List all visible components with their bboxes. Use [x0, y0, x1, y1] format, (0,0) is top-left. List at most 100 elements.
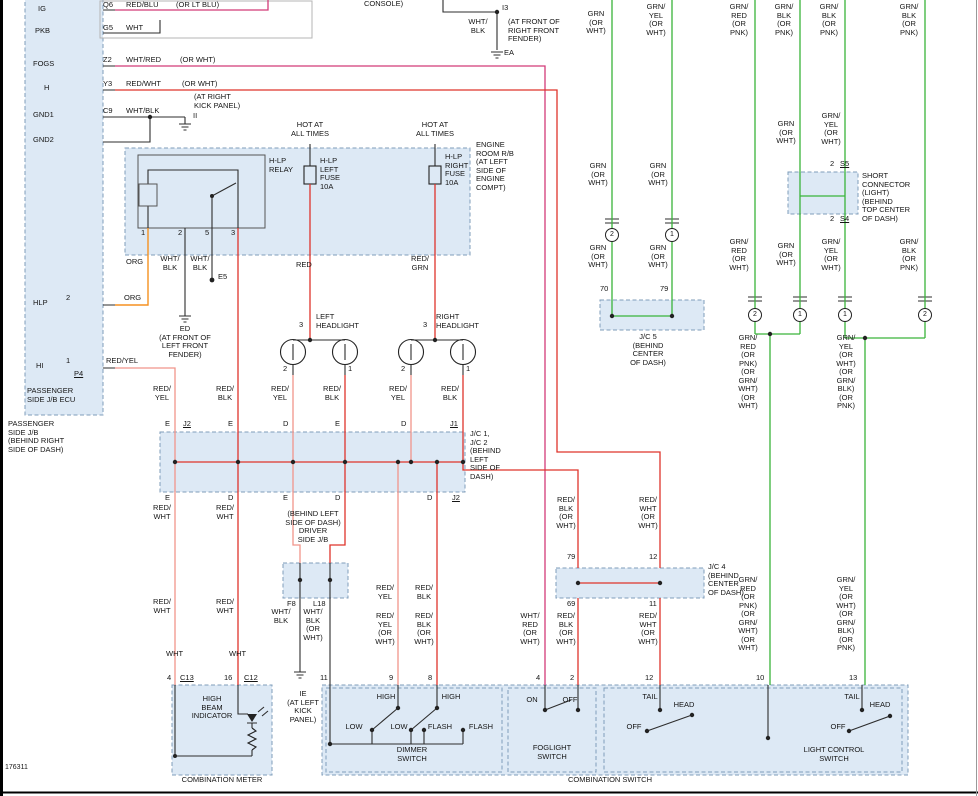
wire-wht-1: WHT — [166, 649, 184, 658]
green-wires — [611, 0, 926, 685]
wire-whtred-alt: (OR WHT) — [180, 55, 216, 64]
connector-link-p4[interactable]: P4 — [74, 369, 84, 378]
dimmer-flash-2: FLASH — [468, 722, 494, 731]
jc1-term-d2: D — [401, 419, 407, 428]
ground-ea-icon — [442, 0, 503, 59]
wire-redwht-up: RED/ WHT (OR WHT) — [638, 495, 658, 530]
pin-code-q6: Q6 — [103, 0, 114, 9]
wire-redwht-1: RED/ WHT — [153, 503, 171, 521]
wire-redblk-mid: RED/ BLK — [415, 583, 433, 601]
light-red-wires — [115, 367, 412, 685]
jc1-bterm-e2: E — [283, 493, 289, 502]
pin-code-c9: C9 — [103, 106, 113, 115]
ecu-pin-hlp: HLP — [33, 298, 48, 307]
jc1-bterm-d3: D — [427, 493, 433, 502]
ecu-pin-hi: HI — [36, 361, 44, 370]
hi-pin-number: 1 — [66, 356, 71, 365]
orange-wires — [115, 228, 149, 306]
passenger-jb-box — [24, 0, 104, 416]
connector-link-c12[interactable]: C12 — [244, 673, 258, 682]
pin-4-meter: 4 — [167, 673, 172, 682]
short-connector-name: SHORT CONNECTOR (LIGHT) (BEHIND TOP CENT… — [862, 171, 911, 223]
connector-link-c13[interactable]: C13 — [180, 673, 194, 682]
grn-r3: GRN/ YEL (OR WHT) — [821, 237, 841, 272]
jc4-pin-79: 79 — [567, 552, 576, 561]
wire-wht: WHT — [126, 23, 144, 32]
ecu-pin-fogs: FOGS — [33, 59, 55, 68]
connector-link-s4[interactable]: S4 — [840, 214, 850, 223]
jc1-term-e2: E — [228, 419, 234, 428]
ground-ie-icon — [294, 563, 306, 679]
wire-redblk-orwht: RED/ BLK (OR WHT) — [414, 611, 434, 646]
connector-e5: E5 — [218, 272, 228, 281]
grn-mid-2: GRN (OR WHT) — [648, 161, 668, 188]
ecu-pin-ig: IG — [38, 4, 46, 13]
hot-at-all-times-left: HOT AT ALL TIMES — [291, 120, 329, 138]
jc1-bterm-d2: D — [335, 493, 341, 502]
gnd-location-note: (AT RIGHT KICK PANEL) — [194, 92, 241, 110]
light-control-switch-name: LIGHT CONTROL SWITCH — [803, 745, 865, 763]
light-off-1: OFF — [626, 722, 642, 731]
engine-rb-name: ENGINE ROOM R/B (AT LEFT SIDE OF ENGINE … — [476, 140, 514, 192]
grn-long-2b: GRN/ YEL (OR WHT) (OR GRN/ BLK) (OR PNK) — [836, 575, 856, 653]
ground-ii-icon — [179, 117, 191, 131]
wire-redwht-2: RED/ WHT — [216, 503, 234, 521]
jc1-bterm-e1: E — [165, 493, 171, 502]
sc-pin-bot: 2 — [830, 214, 835, 223]
jc1-wire-6: RED/ BLK — [441, 384, 459, 402]
connector-link-j1[interactable]: J1 — [450, 419, 458, 428]
jc1-bterm-d1: D — [228, 493, 234, 502]
jc1-term-e1: E — [165, 419, 171, 428]
grn-long-2: GRN/ YEL (OR WHT) (OR GRN/ BLK) (OR PNK) — [836, 333, 856, 411]
combination-switch-name: COMBINATION SWITCH — [567, 775, 653, 784]
fuse-right-name: H-LP RIGHT FUSE 10A — [445, 152, 469, 187]
jc5-pin-79: 79 — [660, 284, 669, 293]
gnd-id-ii: II — [193, 111, 198, 120]
lh-pin-2: 2 — [283, 364, 288, 373]
wire-whtblk-gnd: WHT/BLK — [126, 106, 160, 115]
grn-r2: GRN (OR WHT) — [776, 241, 796, 268]
wire-redwht-alt: (OR WHT) — [182, 79, 218, 88]
junction-dots — [147, 9, 893, 758]
fuse-left-name: H-LP LEFT FUSE 10A — [320, 156, 341, 191]
circled-1-left: 1 — [665, 228, 679, 242]
foglight-switch-name: FOGLIGHT SWITCH — [532, 743, 572, 761]
left-headlight-bulb-icon — [279, 338, 307, 366]
wire-redwht: RED/WHT — [126, 79, 161, 88]
wire-redwht-dn: RED/ WHT (OR WHT) — [638, 611, 658, 646]
right-headlight-bulb-icon — [397, 338, 425, 366]
circled-2-left: 2 — [605, 228, 619, 242]
wire-whtred-orwht: WHT/ RED (OR WHT) — [520, 611, 540, 646]
jc1-term-e3: E — [335, 419, 341, 428]
ground-ie-note: IE (AT LEFT KICK PANEL) — [287, 689, 319, 724]
relay-pin-5: 5 — [205, 228, 210, 237]
rh-pin-1: 1 — [466, 364, 471, 373]
ecu-pin-gnd2: GND2 — [33, 135, 54, 144]
driver-jb-name: (BEHIND LEFT SIDE OF DASH) DRIVER SIDE J… — [285, 509, 341, 544]
wire-wht-2: WHT — [229, 649, 247, 658]
console-remnant: CONSOLE) — [364, 0, 404, 8]
rh-pin-2: 2 — [401, 364, 406, 373]
relay-coil-icon — [138, 183, 158, 207]
fog-off: OFF — [562, 695, 578, 704]
relay-pin-1: 1 — [141, 228, 146, 237]
dimmer-switch-box — [325, 687, 503, 773]
wire-whtblk-ea: WHT/ BLK — [468, 17, 488, 35]
grn-sc-in-1: GRN (OR WHT) — [776, 119, 796, 146]
sc-pin-top: 2 — [830, 159, 835, 168]
wire-redwht-4: RED/ WHT — [216, 597, 234, 615]
jc5-name: J/C 5 (BEHIND CENTER OF DASH) — [630, 332, 666, 367]
connector-link-s5[interactable]: S5 — [840, 159, 850, 168]
connector-link-j2-bottom[interactable]: J2 — [452, 493, 460, 502]
jc1-wire-3: RED/ YEL — [271, 384, 289, 402]
jc1-wire-4: RED/ BLK — [323, 384, 341, 402]
connector-link-j2-top[interactable]: J2 — [183, 419, 191, 428]
wire-org-h: ORG — [124, 293, 142, 302]
light-tail-1: TAIL — [642, 692, 658, 701]
grn-top-4: GRN/ BLK (OR PNK) — [774, 2, 794, 37]
combination-meter-name: COMBINATION METER — [181, 775, 263, 784]
rh-pin-3: 3 — [423, 320, 428, 329]
left-headlight-name: LEFT HEADLIGHT — [316, 312, 359, 330]
jc4-pin-69: 69 — [567, 599, 576, 608]
fog-on: ON — [526, 695, 538, 704]
